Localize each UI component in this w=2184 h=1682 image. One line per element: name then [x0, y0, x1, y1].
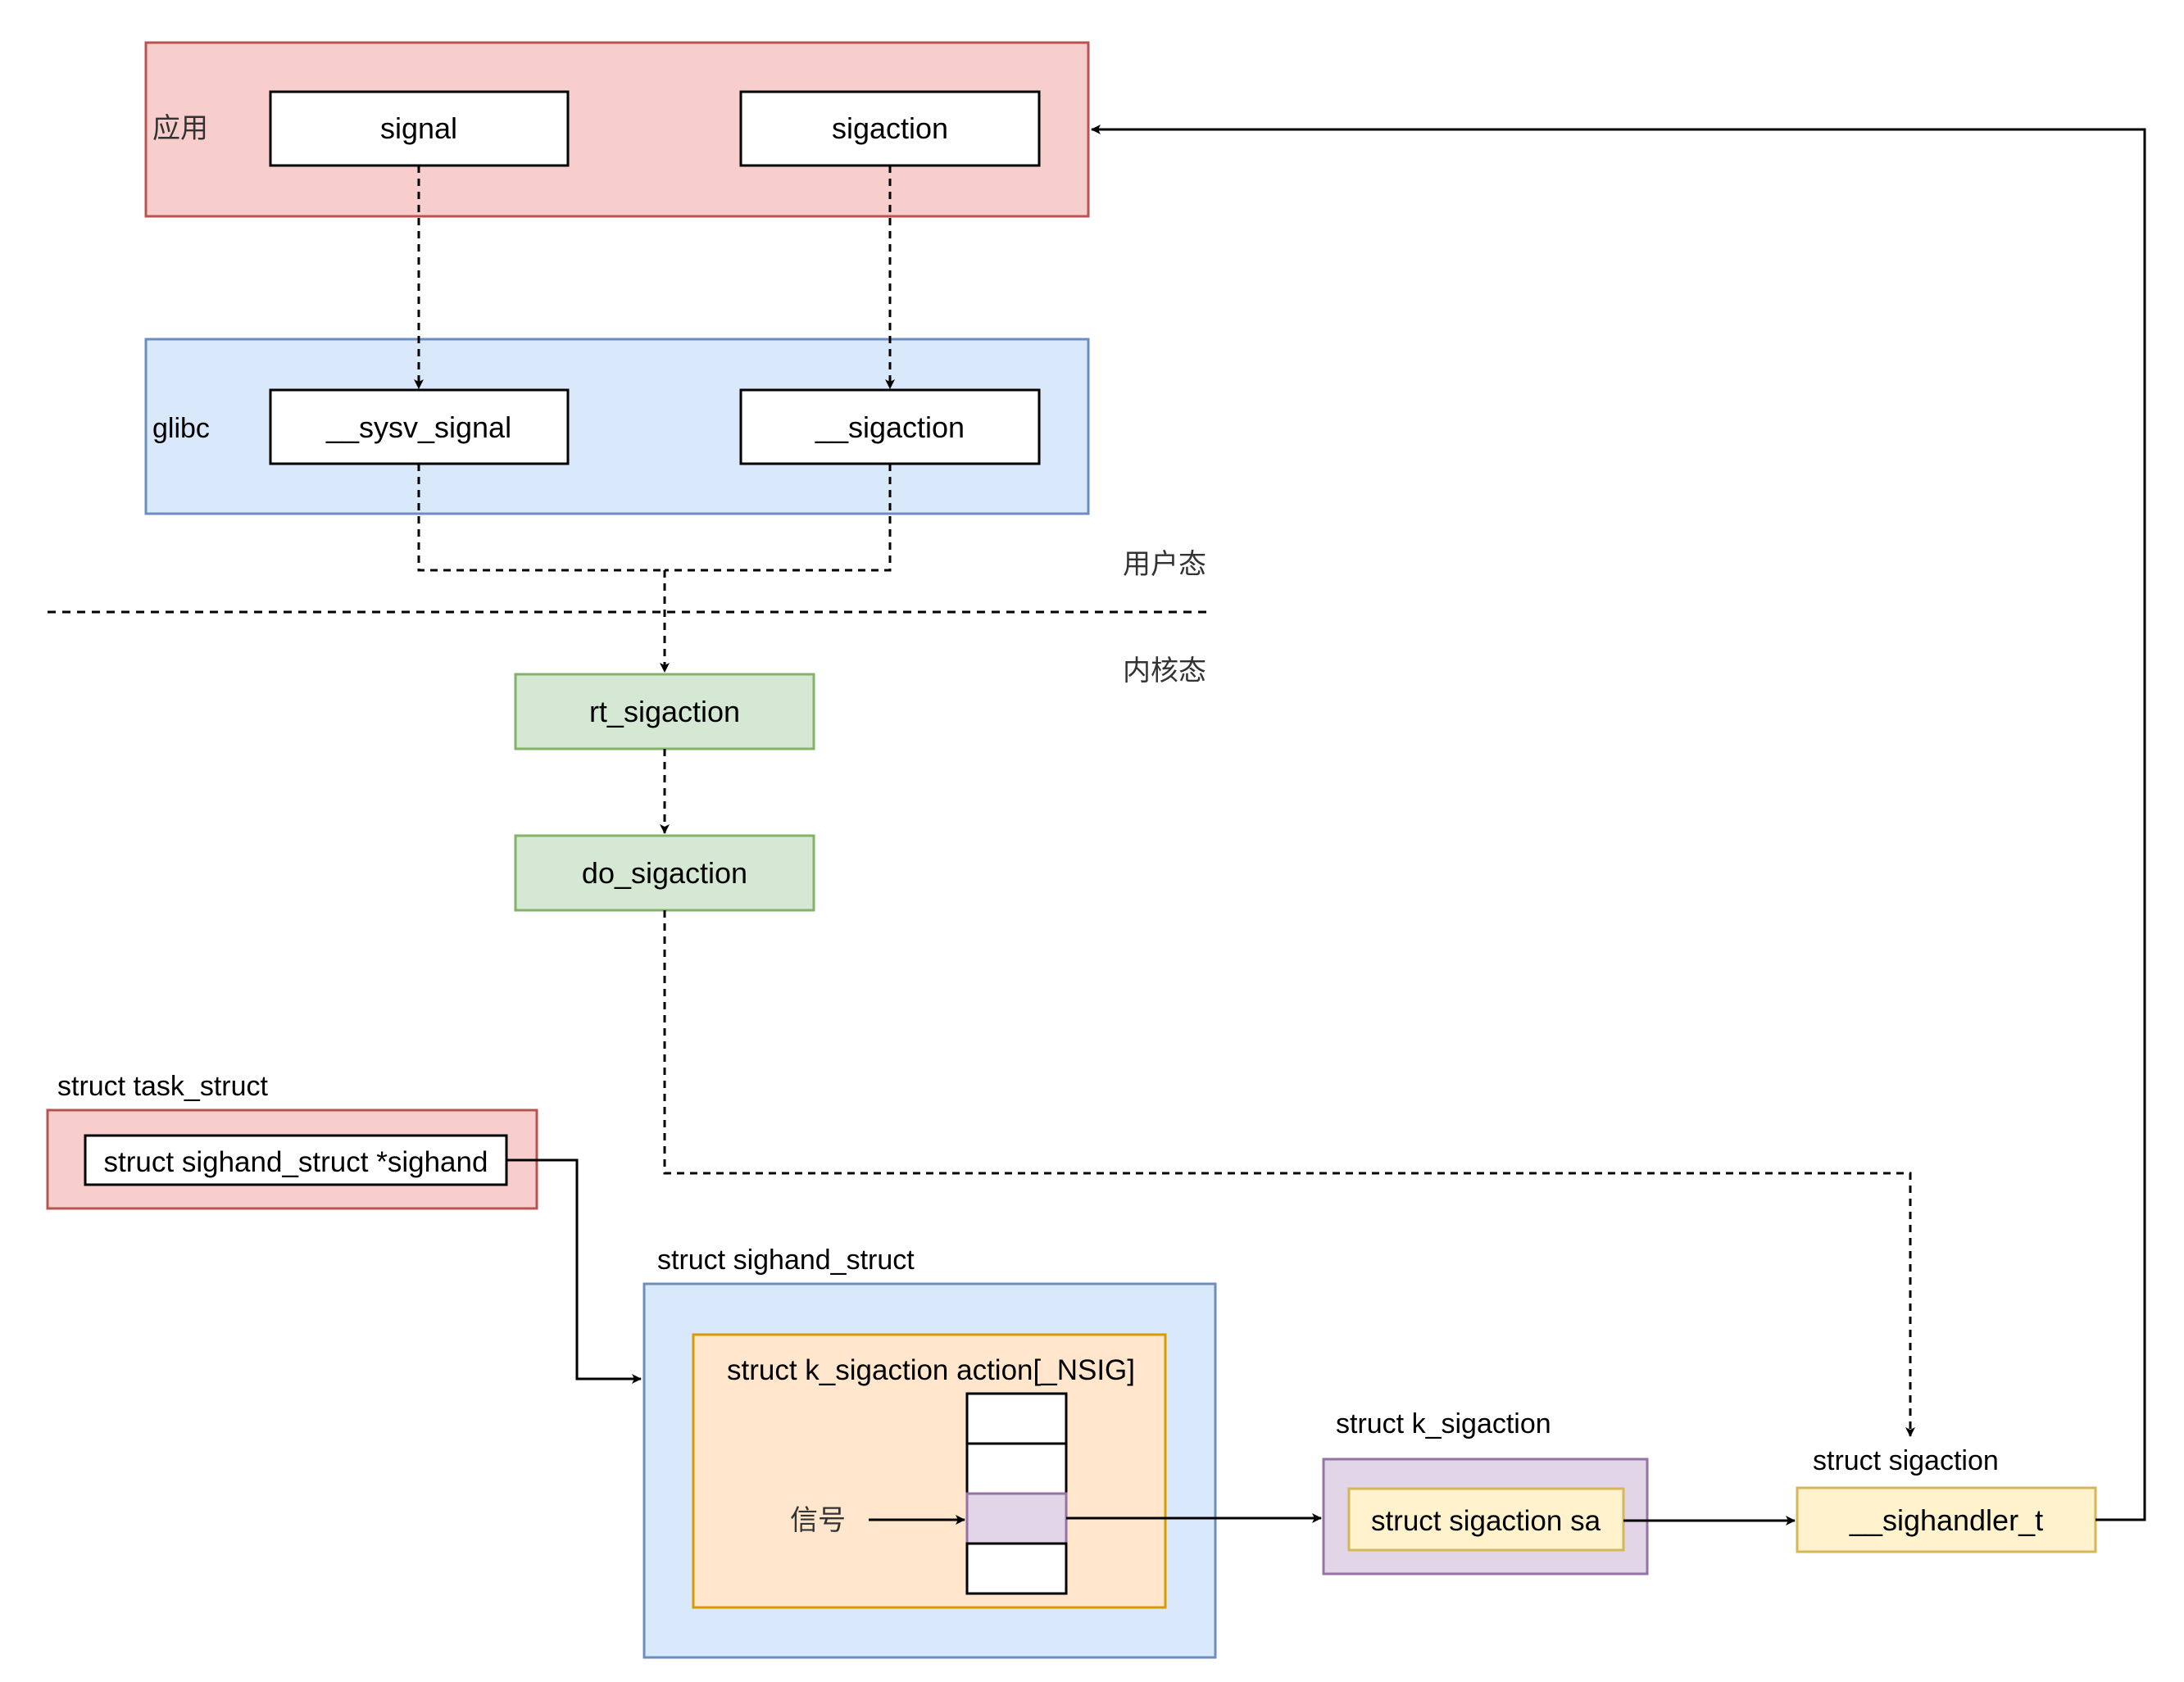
action-array-box [692, 1333, 1167, 1609]
sysv-to-rt-connector [417, 464, 665, 572]
sighandler-box [1796, 1486, 2097, 1553]
sighand-field-box [84, 1134, 508, 1186]
app-layer-label: 应用 [152, 112, 208, 145]
kernel-mode-label: 内核态 [1123, 655, 1206, 687]
signal-box [269, 90, 570, 167]
action-array-label: struct k_sigaction action[_NSIG] [727, 1354, 1135, 1386]
k-sigaction-title: struct k_sigaction [1336, 1408, 1551, 1439]
signal-index-label: 信号 [790, 1504, 846, 1537]
glibc-sigaction-label: __sigaction [815, 410, 965, 444]
action-slot-1 [965, 1442, 1068, 1495]
sighandler-label: __sighandler_t [1849, 1503, 2043, 1537]
task-struct-title: struct task_struct [57, 1071, 269, 1102]
glibc-layer-label: glibc [152, 413, 210, 444]
sigaction-sa-label: struct sigaction sa [1371, 1505, 1601, 1537]
sigaction-label: sigaction [832, 111, 948, 145]
signal-label: signal [380, 111, 457, 145]
glibc-sigaction-box [739, 388, 1041, 465]
glibc-sigaction-to-rt-connector [665, 464, 892, 572]
user-mode-label: 用户态 [1123, 548, 1206, 581]
sigaction-box [739, 90, 1041, 167]
action-slot-0 [965, 1392, 1068, 1445]
do-sigaction-label: do_sigaction [582, 856, 747, 890]
rt-sigaction-label: rt_sigaction [589, 695, 740, 728]
sighandler-to-app-arrow [1091, 125, 2146, 1521]
sighand-struct-title: struct sighand_struct [657, 1244, 915, 1276]
sighand-pointer-arrow [506, 1158, 642, 1384]
action-slot-3 [965, 1542, 1068, 1595]
do-sigaction-to-sighandler-arrow [663, 910, 1915, 1437]
sigaction-struct-title: struct sigaction [1813, 1445, 1999, 1476]
sysv-signal-label: __sysv_signal [325, 410, 511, 444]
sighand-field-label: struct sighand_struct *sighand [104, 1146, 488, 1178]
action-slot-selected [965, 1492, 1068, 1545]
